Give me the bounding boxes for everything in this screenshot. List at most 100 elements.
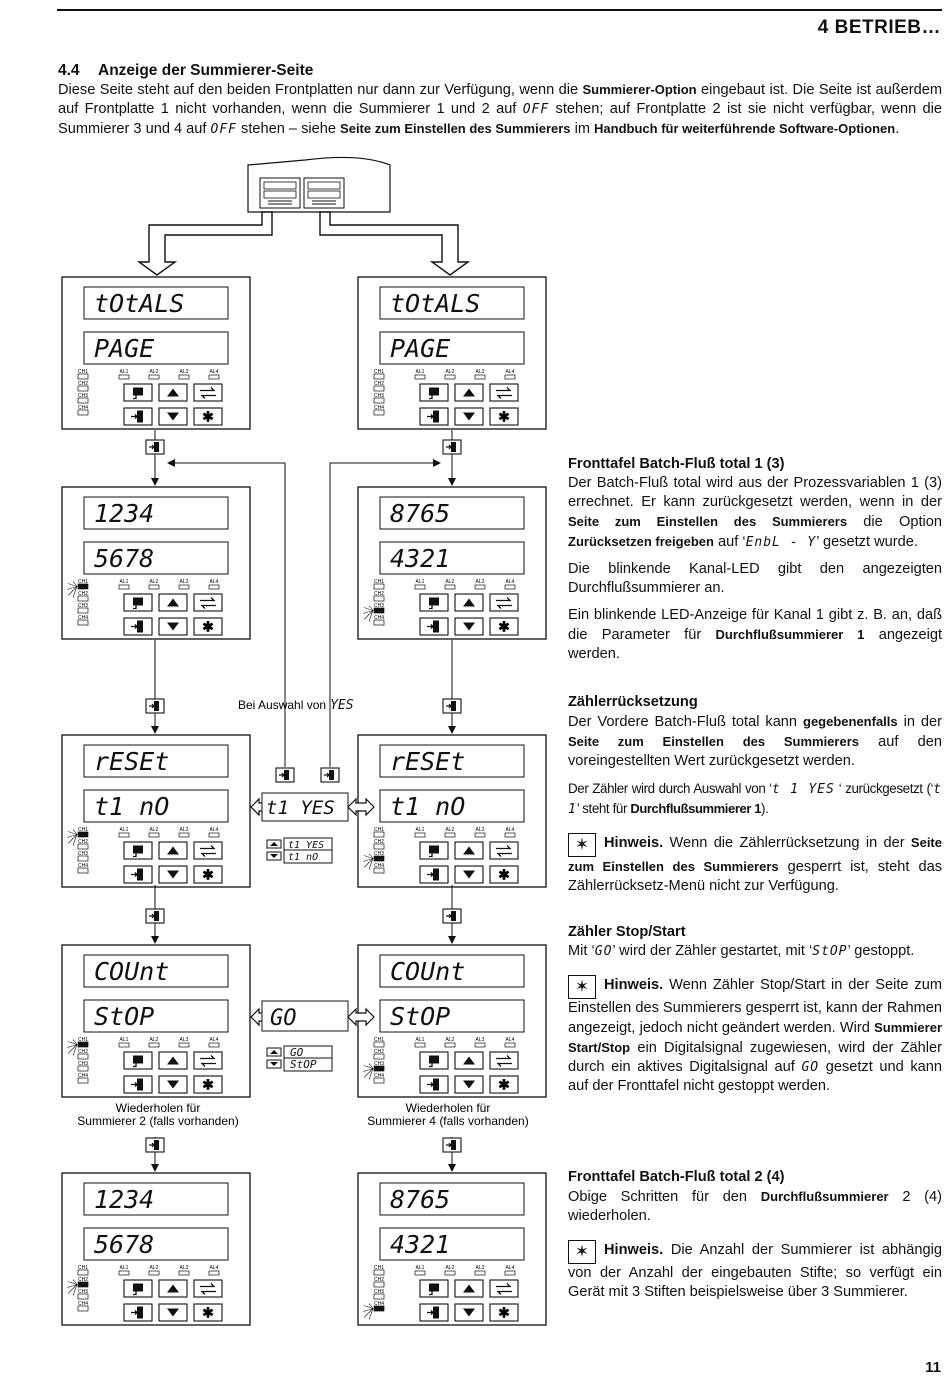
page-key[interactable] <box>123 1279 153 1298</box>
enter-key[interactable] <box>123 617 153 636</box>
star-key[interactable]: ✱ <box>489 1075 519 1094</box>
channel-led <box>77 373 89 380</box>
alarm-led <box>178 584 190 590</box>
down-key[interactable] <box>454 407 484 426</box>
alarm-label: AL3 <box>476 369 485 375</box>
led-label: CH1 <box>374 1037 384 1043</box>
down-key[interactable] <box>158 1303 188 1322</box>
display-bottom-text: 4321 <box>390 544 450 573</box>
led-label: CH3 <box>78 851 88 857</box>
toggle-key[interactable] <box>193 383 223 402</box>
channel-led <box>77 855 89 862</box>
alarm-led <box>208 1270 220 1276</box>
page-key[interactable] <box>419 1051 449 1070</box>
nav-enter-key <box>442 698 462 714</box>
up-key[interactable] <box>454 593 484 612</box>
toggle-key[interactable] <box>193 1051 223 1070</box>
star-key[interactable]: ✱ <box>193 865 223 884</box>
display-bottom-text: t1 nO <box>390 792 465 821</box>
up-key[interactable] <box>454 841 484 860</box>
alarm-led <box>414 832 426 838</box>
up-key[interactable] <box>158 1051 188 1070</box>
header-rule <box>57 9 942 11</box>
channel-led <box>373 1041 385 1048</box>
alarm-label: AL4 <box>210 1265 219 1271</box>
down-key[interactable] <box>158 617 188 636</box>
star-key[interactable]: ✱ <box>193 617 223 636</box>
display-bottom-text: PAGE <box>390 334 450 363</box>
enter-key[interactable] <box>123 1303 153 1322</box>
enter-key[interactable] <box>123 1075 153 1094</box>
svg-text:✱: ✱ <box>202 409 214 425</box>
enter-key[interactable] <box>123 865 153 884</box>
down-key[interactable] <box>454 1303 484 1322</box>
toggle-key[interactable] <box>489 383 519 402</box>
nav-enter-key <box>442 908 462 924</box>
toggle-key[interactable] <box>193 841 223 860</box>
display-top-text: 1234 <box>94 499 154 528</box>
up-key[interactable] <box>158 841 188 860</box>
led-label: CH1 <box>78 827 88 833</box>
down-key[interactable] <box>454 865 484 884</box>
up-key[interactable] <box>454 383 484 402</box>
star-key[interactable]: ✱ <box>193 407 223 426</box>
page-key[interactable] <box>419 593 449 612</box>
down-key[interactable] <box>158 1075 188 1094</box>
star-key[interactable]: ✱ <box>489 1303 519 1322</box>
toggle-key[interactable] <box>193 1279 223 1298</box>
display-bottom-text: StOP <box>390 1002 450 1031</box>
up-key[interactable] <box>454 1051 484 1070</box>
alarm-label: AL3 <box>476 1037 485 1043</box>
alarm-label: AL3 <box>476 827 485 833</box>
toggle-key[interactable] <box>489 593 519 612</box>
page-key[interactable] <box>123 593 153 612</box>
page-key[interactable] <box>123 383 153 402</box>
alarm-label: AL4 <box>506 579 515 585</box>
led-label: CH3 <box>78 393 88 399</box>
down-key[interactable] <box>454 1075 484 1094</box>
toggle-key[interactable] <box>489 1051 519 1070</box>
down-key[interactable] <box>158 407 188 426</box>
enter-key[interactable] <box>419 407 449 426</box>
enter-key[interactable] <box>419 1075 449 1094</box>
section-counter-stop-start: Zähler Stop/Start Mit ‘GO’ wird der Zähl… <box>568 924 942 1094</box>
up-key[interactable] <box>158 593 188 612</box>
alarm-led <box>208 832 220 838</box>
star-key[interactable]: ✱ <box>489 407 519 426</box>
page-key[interactable] <box>419 1279 449 1298</box>
svg-text:✱: ✱ <box>498 1305 510 1321</box>
led-label: CH2 <box>374 591 384 597</box>
alarm-led <box>504 1042 516 1048</box>
up-key[interactable] <box>158 383 188 402</box>
page-key[interactable] <box>419 383 449 402</box>
channel-led <box>373 867 385 874</box>
toggle-key[interactable] <box>489 841 519 860</box>
alarm-label: AL1 <box>120 1037 129 1043</box>
nav-enter-key <box>145 698 165 714</box>
toggle-key[interactable] <box>193 593 223 612</box>
enter-key[interactable] <box>419 617 449 636</box>
page-key[interactable] <box>419 841 449 860</box>
enter-key[interactable] <box>123 407 153 426</box>
down-key[interactable] <box>454 617 484 636</box>
enter-key[interactable] <box>419 865 449 884</box>
star-key[interactable]: ✱ <box>489 865 519 884</box>
alarm-label: AL2 <box>446 579 455 585</box>
down-key[interactable] <box>158 865 188 884</box>
page-key[interactable] <box>123 1051 153 1070</box>
page-key[interactable] <box>123 841 153 860</box>
star-key[interactable]: ✱ <box>193 1303 223 1322</box>
up-key[interactable] <box>454 1279 484 1298</box>
led-label: CH2 <box>374 839 384 845</box>
channel-led <box>77 1053 89 1060</box>
up-key[interactable] <box>158 1279 188 1298</box>
enter-key[interactable] <box>419 1303 449 1322</box>
channel-led <box>373 1053 385 1060</box>
toggle-key[interactable] <box>489 1279 519 1298</box>
star-key[interactable]: ✱ <box>193 1075 223 1094</box>
led-label: CH4 <box>78 615 88 621</box>
star-key[interactable]: ✱ <box>489 617 519 636</box>
alarm-label: AL4 <box>506 369 515 375</box>
channel-led <box>373 619 385 626</box>
alarm-label: AL1 <box>120 369 129 375</box>
